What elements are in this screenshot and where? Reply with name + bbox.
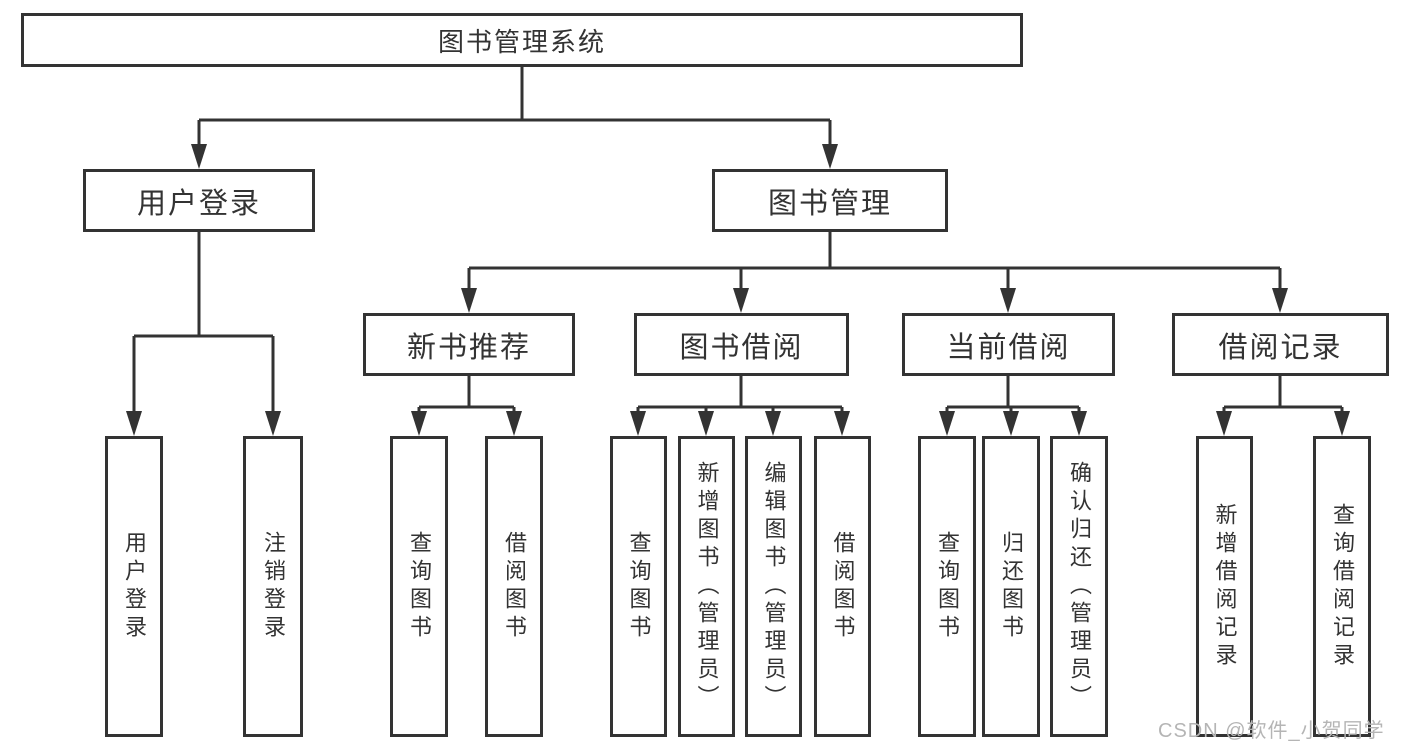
leaf-bb-query-book-label: 查询图书 <box>626 530 652 643</box>
arrowhead <box>765 411 781 436</box>
node-current-borrow-label: 当前借阅 <box>946 331 1071 364</box>
leaf-bb-query-book: 查询图书 <box>610 436 667 737</box>
node-book-borrow-label: 图书借阅 <box>679 331 804 364</box>
node-root-system-label: 图书管理系统 <box>437 26 606 57</box>
node-borrow-records-label: 借阅记录 <box>1218 331 1343 364</box>
arrowhead <box>265 411 281 436</box>
leaf-nbr-query-book-label: 查询图书 <box>407 530 432 643</box>
connector-borrow-records-to-leaves <box>1216 376 1350 436</box>
leaf-nbr-borrow-book-label: 借阅图书 <box>502 530 527 643</box>
arrowhead <box>506 411 522 436</box>
leaf-br-add-record: 新增借阅记录 <box>1196 436 1253 737</box>
arrowhead <box>1216 411 1232 436</box>
leaf-bb-borrow-book: 借阅图书 <box>814 436 871 737</box>
leaf-cb-return-book-label: 归还图书 <box>999 530 1024 643</box>
arrowhead <box>630 411 646 436</box>
csdn-watermark: CSDN @软件_小贺同学 <box>1158 720 1385 742</box>
leaf-cb-query-book-label: 查询图书 <box>935 530 960 643</box>
node-user-login-label: 用户登录 <box>136 187 261 220</box>
node-new-book-recommend-label: 新书推荐 <box>406 331 531 364</box>
leaf-nbr-borrow-book: 借阅图书 <box>485 436 543 737</box>
leaf-nbr-query-book: 查询图书 <box>390 436 448 737</box>
arrowhead <box>698 411 714 436</box>
leaf-br-query-record-label: 查询借阅记录 <box>1330 502 1355 671</box>
node-borrow-records: 借阅记录 <box>1172 313 1389 376</box>
node-user-login: 用户登录 <box>83 169 315 232</box>
arrowhead <box>411 411 427 436</box>
leaf-bb-add-book-admin-label: 新增图书（管理员） <box>694 460 720 713</box>
arrowhead <box>733 288 749 313</box>
leaf-br-add-record-label: 新增借阅记录 <box>1212 502 1238 671</box>
leaf-user-login: 用户登录 <box>105 436 163 737</box>
arrowhead <box>1000 288 1016 313</box>
leaf-user-login-label: 用户登录 <box>122 530 147 643</box>
arrowhead <box>939 411 955 436</box>
node-book-management-label: 图书管理 <box>767 187 892 220</box>
connector-new-book-rec-to-leaves <box>411 376 522 436</box>
arrowhead <box>834 411 850 436</box>
leaf-br-query-record: 查询借阅记录 <box>1313 436 1371 737</box>
leaf-cb-confirm-return-admin: 确认归还（管理员） <box>1050 436 1108 737</box>
node-new-book-recommend: 新书推荐 <box>363 313 575 376</box>
leaf-cb-return-book: 归还图书 <box>982 436 1040 737</box>
node-root-system: 图书管理系统 <box>21 13 1023 67</box>
leaf-bb-borrow-book-label: 借阅图书 <box>830 530 856 643</box>
connector-book-borrow-to-leaves <box>630 376 850 436</box>
leaf-cb-query-book: 查询图书 <box>918 436 976 737</box>
connector-current-borrow-to-leaves <box>939 376 1087 436</box>
arrowhead <box>1071 411 1087 436</box>
leaf-logout-label: 注销登录 <box>261 530 286 643</box>
arrowhead <box>461 288 477 313</box>
leaf-bb-edit-book-admin-label: 编辑图书（管理员） <box>761 460 787 713</box>
arrowhead <box>1003 411 1019 436</box>
connector-book-mgmt-to-level3 <box>461 232 1288 313</box>
arrowhead <box>822 144 838 169</box>
leaf-cb-confirm-return-admin-label: 确认归还（管理员） <box>1067 460 1092 713</box>
leaf-bb-add-book-admin: 新增图书（管理员） <box>678 436 735 737</box>
leaf-logout: 注销登录 <box>243 436 303 737</box>
node-book-management: 图书管理 <box>712 169 948 232</box>
connector-root-to-level2 <box>191 66 838 169</box>
arrowhead <box>1334 411 1350 436</box>
arrowhead <box>126 411 142 436</box>
connector-user-login-to-leaves <box>126 232 281 436</box>
node-current-borrow: 当前借阅 <box>902 313 1115 376</box>
node-book-borrow: 图书借阅 <box>634 313 849 376</box>
arrowhead <box>191 144 207 169</box>
leaf-bb-edit-book-admin: 编辑图书（管理员） <box>745 436 802 737</box>
arrowhead <box>1272 288 1288 313</box>
